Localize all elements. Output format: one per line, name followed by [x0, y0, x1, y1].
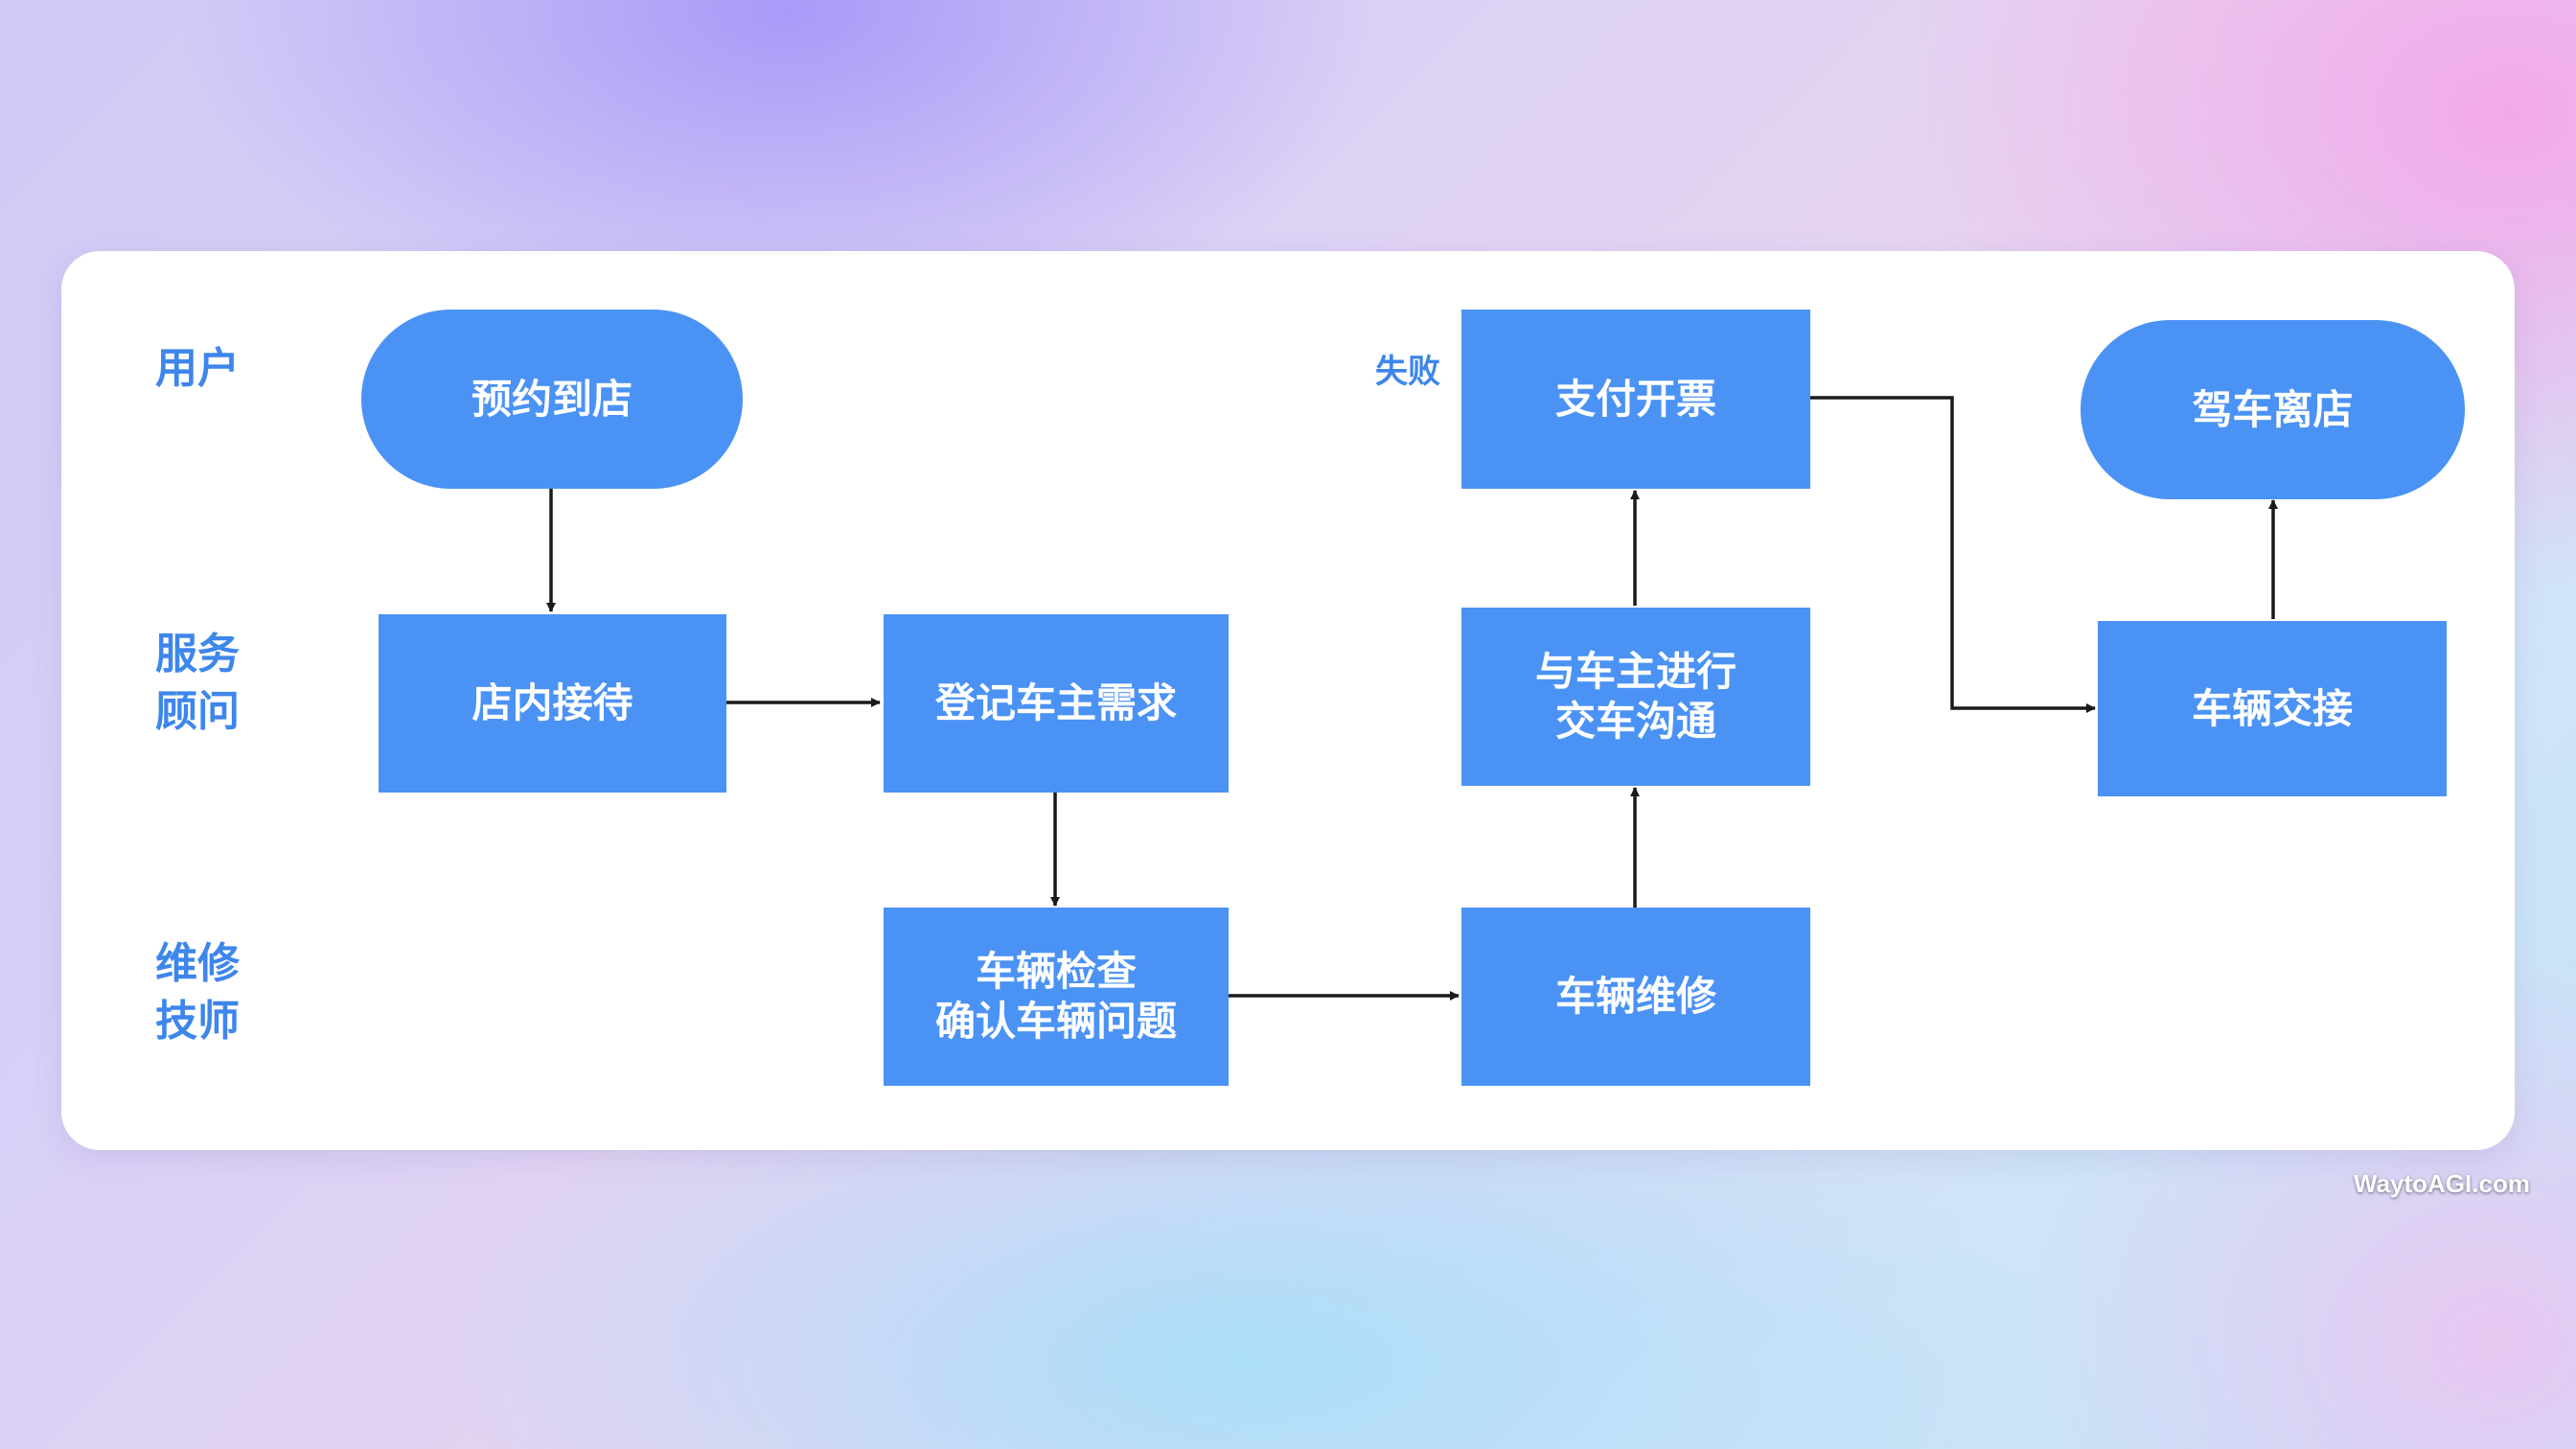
- node-book-visit: 预约到店: [361, 310, 743, 489]
- lane-label-technician: 维修 技师: [155, 939, 240, 1046]
- node-payment: 支付开票: [1461, 310, 1810, 489]
- node-drive-away: 驾车离店: [2081, 320, 2465, 499]
- node-reception: 店内接待: [379, 614, 726, 793]
- node-handover: 车辆交接: [2098, 621, 2447, 796]
- node-inspection: 车辆检查 确认车辆问题: [884, 908, 1229, 1086]
- watermark: WaytoAGI.com: [2354, 1169, 2530, 1198]
- edge-label-fail: 失败: [1375, 353, 1440, 391]
- node-register-needs: 登记车主需求: [884, 614, 1229, 793]
- lane-label-user: 用户: [155, 344, 240, 393]
- lane-label-advisor: 服务 顾问: [155, 630, 240, 736]
- node-communicate: 与车主进行 交车沟通: [1461, 608, 1810, 786]
- node-repair: 车辆维修: [1461, 908, 1810, 1086]
